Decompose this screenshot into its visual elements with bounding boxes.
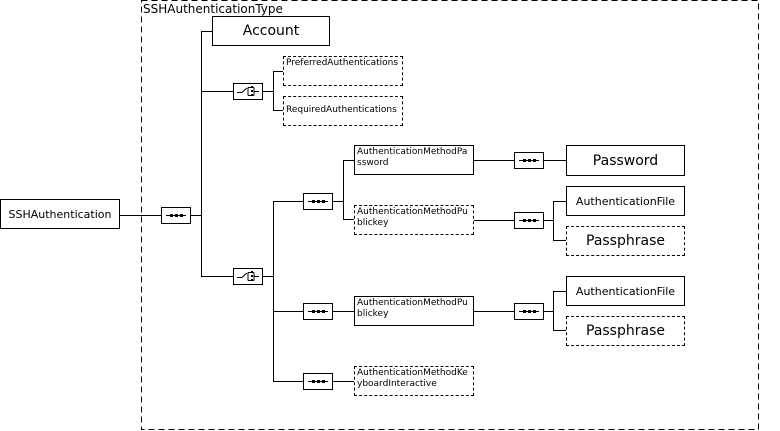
methods-choice-icon[interactable] bbox=[233, 268, 263, 285]
required-authentications-label: RequiredAuthentications bbox=[286, 105, 397, 115]
sequence-icon bbox=[303, 373, 333, 390]
publickey-method-optional-label: AuthenticationMethodPublickey bbox=[357, 207, 468, 228]
publickey-method-label: AuthenticationMethodPublickey bbox=[357, 298, 468, 319]
passphrase-element-1[interactable]: Passphrase bbox=[566, 226, 685, 256]
passphrase-label-1: Passphrase bbox=[586, 233, 665, 249]
sequence-icon bbox=[303, 193, 333, 210]
choice-icon bbox=[233, 83, 263, 100]
authentication-file-element-1[interactable]: AuthenticationFile bbox=[566, 186, 685, 216]
authentication-file-label-2: AuthenticationFile bbox=[575, 284, 676, 298]
required-authentications-element[interactable]: RequiredAuthentications bbox=[283, 96, 403, 126]
keyboard-interactive-method-element[interactable]: AuthenticationMethodKeyboardInteractive bbox=[354, 366, 474, 396]
publickey-method-element[interactable]: AuthenticationMethodPublickey bbox=[354, 296, 474, 326]
publickey-optional-sequence-icon[interactable] bbox=[514, 212, 544, 229]
account-label: Account bbox=[242, 23, 300, 39]
password-label: Password bbox=[592, 152, 659, 169]
keyboard-interactive-method-label: AuthenticationMethodKeyboardInteractive bbox=[357, 368, 468, 389]
authentication-file-label-1: AuthenticationFile bbox=[575, 194, 676, 208]
type-boundary bbox=[141, 0, 759, 430]
sequence-icon bbox=[514, 303, 544, 320]
sequence-icon bbox=[303, 303, 333, 320]
password-method-sequence-icon[interactable] bbox=[514, 152, 544, 169]
root-sequence-icon[interactable] bbox=[161, 207, 191, 224]
sequence-icon bbox=[514, 212, 544, 229]
authentication-file-element-2[interactable]: AuthenticationFile bbox=[566, 276, 685, 306]
publickey-method-optional-element[interactable]: AuthenticationMethodPublickey bbox=[354, 205, 474, 235]
sequence-icon bbox=[514, 152, 544, 169]
root-element-ssh-authentication[interactable]: SSHAuthentication bbox=[0, 199, 120, 229]
keyboard-interactive-sequence-icon[interactable] bbox=[303, 373, 333, 390]
type-name-label: SSHAuthenticationType bbox=[143, 2, 283, 16]
password-element[interactable]: Password bbox=[566, 145, 685, 176]
root-element-label: SSHAuthentication bbox=[8, 207, 112, 221]
password-method-label: AuthenticationMethodPassword bbox=[357, 147, 468, 168]
password-branch-sequence-icon[interactable] bbox=[303, 193, 333, 210]
options-choice-icon[interactable] bbox=[233, 83, 263, 100]
publickey-method-sequence-icon[interactable] bbox=[514, 303, 544, 320]
passphrase-label-2: Passphrase bbox=[586, 323, 665, 339]
password-method-element[interactable]: AuthenticationMethodPassword bbox=[354, 145, 474, 175]
preferred-authentications-element[interactable]: PreferredAuthentications bbox=[283, 56, 403, 86]
passphrase-element-2[interactable]: Passphrase bbox=[566, 316, 685, 346]
sequence-icon bbox=[161, 207, 191, 224]
account-element[interactable]: Account bbox=[212, 16, 330, 46]
preferred-authentications-label: PreferredAuthentications bbox=[286, 58, 399, 68]
publickey-branch-sequence-icon[interactable] bbox=[303, 303, 333, 320]
choice-icon bbox=[233, 268, 263, 285]
